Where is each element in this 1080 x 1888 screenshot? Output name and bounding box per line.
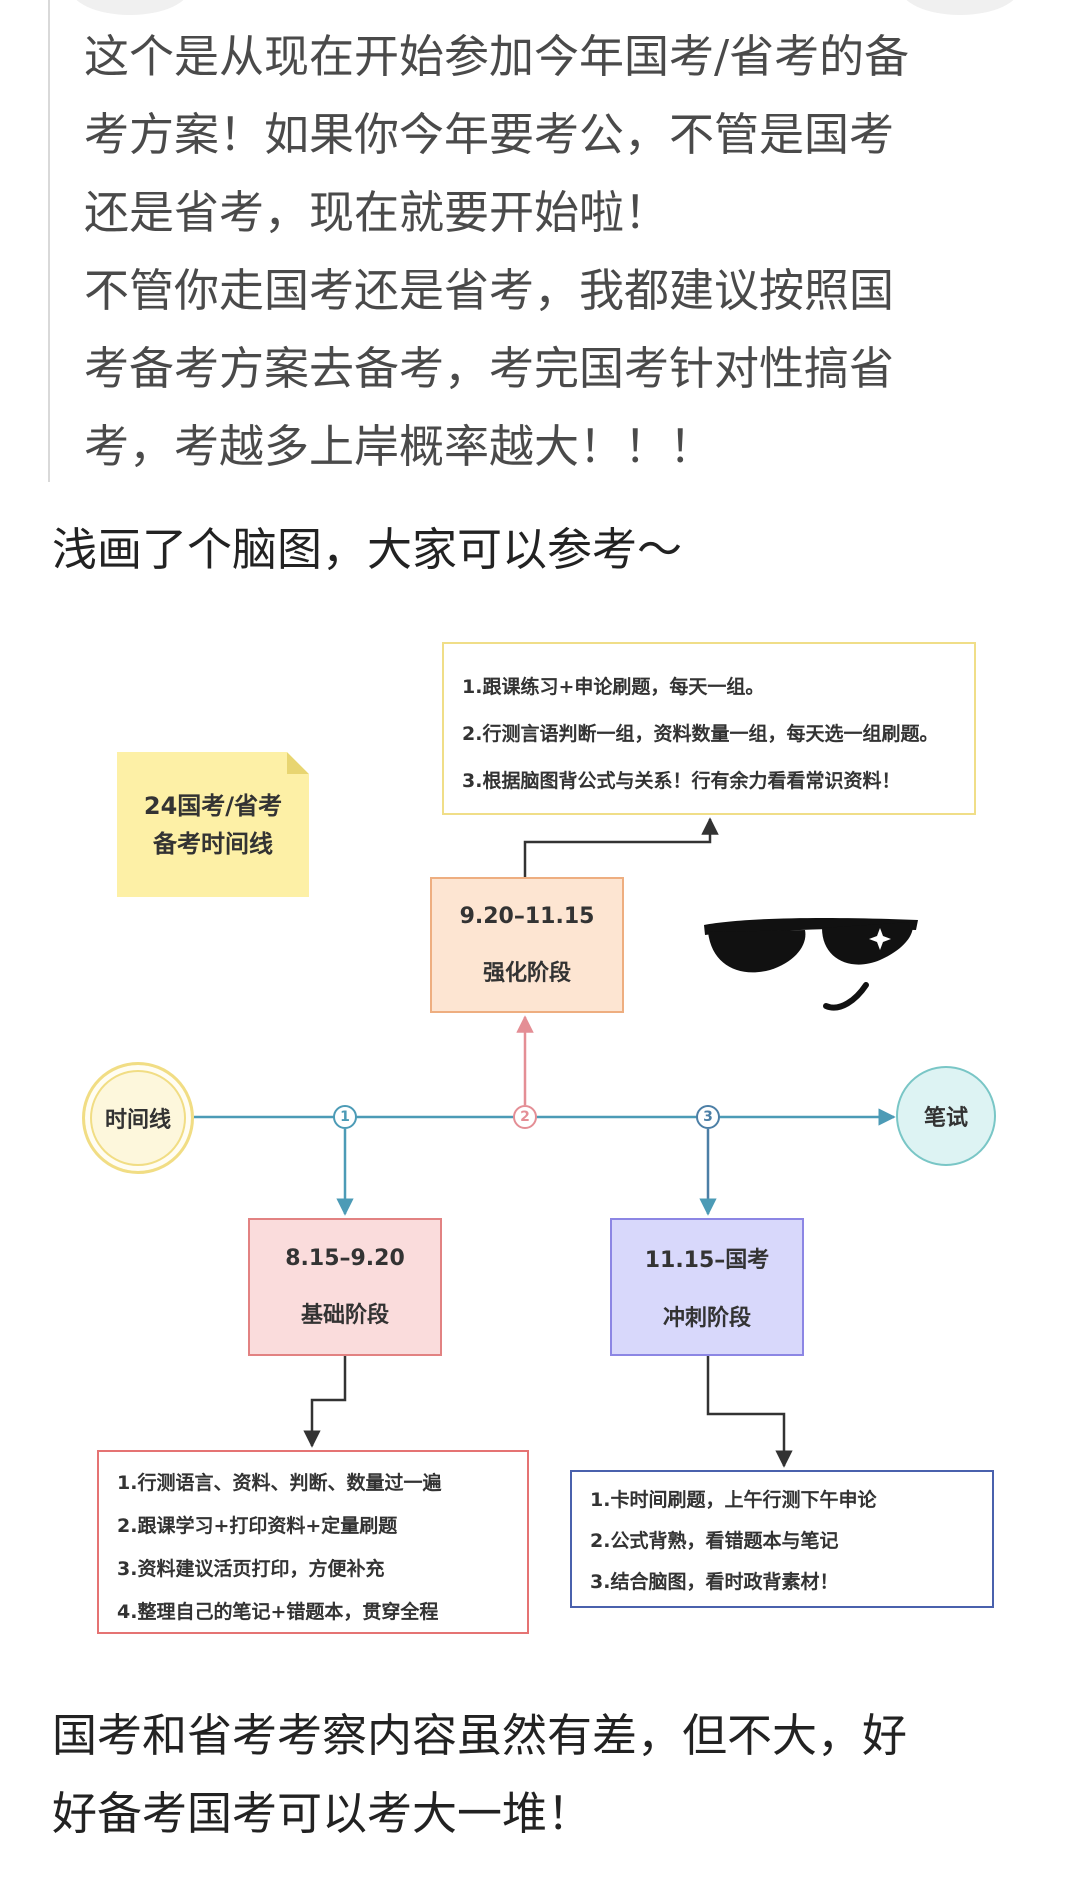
task-item: 2.行测言语判断一组，资料数量一组，每天选一组刷题。: [462, 723, 939, 745]
task-item: 3.资料建议活页打印，方便补充: [117, 1558, 385, 1580]
quote-line: 还是省考，现在就要开始啦！: [84, 186, 670, 239]
stage-box-sprint: 11.15–国考 冲刺阶段: [610, 1218, 804, 1356]
quote-line: 这个是从现在开始参加今年国考/省考的备: [84, 30, 910, 83]
stage-period: 8.15–9.20: [285, 1245, 405, 1271]
stage-3-task-box: 1.卡时间刷题，上午行测下午申论 2.公式背熟，看错题本与笔记 3.结合脑图，看…: [570, 1470, 994, 1608]
stage-3-task-arrow: [706, 1356, 793, 1468]
quote-line: 考方案！如果你今年要考公，不管是国考: [84, 108, 895, 161]
diagram-connectors: [194, 817, 918, 1468]
quote-line: 考，考越多上岸概率越大！！！: [84, 420, 715, 473]
timeline-start-node: 时间线: [82, 1062, 194, 1174]
note-line: 备考时间线: [153, 829, 273, 858]
quote-block: 这个是从现在开始参加今年国考/省考的备 考方案！如果你今年要考公，不管是国考 还…: [84, 18, 1044, 486]
stage-1-task-arrow: [303, 1356, 347, 1448]
task-item: 2.公式背熟，看错题本与笔记: [590, 1530, 839, 1552]
background-blob: [70, 0, 190, 15]
stage-name: 冲刺阶段: [662, 1306, 751, 1331]
stage-box-reinforce: 9.20–11.15 强化阶段: [430, 877, 624, 1013]
timeline-start-label: 时间线: [104, 1108, 171, 1133]
step-marker-1: 1: [333, 1105, 357, 1129]
stage-name: 基础阶段: [300, 1302, 389, 1328]
timeline-mindmap: 24国考/省考 备考时间线 1.跟课练习+申论刷题，每天一组。 2.行测言语判断…: [0, 600, 1080, 1670]
step-marker-3: 3: [696, 1105, 720, 1129]
closing-line: 好备考国考可以考大一堆！: [52, 1787, 593, 1840]
quote-bar: [48, 0, 50, 482]
closing-line: 国考和省考考察内容虽然有差，但不大，好: [52, 1709, 908, 1762]
stage-period: 9.20–11.15: [459, 903, 595, 929]
quote-line: 考备考方案去备考，考完国考针对性搞省: [84, 342, 895, 395]
task-item: 2.跟课学习+打印资料+定量刷题: [117, 1515, 398, 1537]
stage-2-task-arrow: [523, 817, 719, 877]
task-item: 3.根据脑图背公式与关系！行有余力看看常识资料！: [462, 770, 901, 792]
task-item: 4.整理自己的笔记+错题本，贯穿全程: [117, 1601, 439, 1623]
note-line: 24国考/省考: [143, 791, 283, 820]
stage-box-foundation: 8.15–9.20 基础阶段: [248, 1218, 442, 1356]
sticky-note-title: 24国考/省考 备考时间线: [117, 752, 309, 897]
task-item: 1.行测语言、资料、判断、数量过一遍: [117, 1472, 442, 1494]
step-marker-2: 2: [513, 1105, 537, 1129]
stage-period: 11.15–国考: [644, 1248, 770, 1273]
timeline-end-label: 笔试: [923, 1106, 968, 1131]
intro-text: 浅画了个脑图，大家可以参考～: [52, 523, 683, 576]
task-item: 1.卡时间刷题，上午行测下午申论: [590, 1489, 877, 1511]
background-blob: [900, 0, 1020, 15]
stage-name: 强化阶段: [482, 960, 571, 986]
timeline-end-node: 笔试: [896, 1066, 996, 1166]
task-item: 3.结合脑图，看时政背素材！: [590, 1571, 839, 1593]
quote-line: 不管你走国考还是省考，我都建议按照国: [84, 264, 895, 317]
sunglasses-smirk-icon: [704, 917, 918, 1011]
closing-text: 国考和省考考察内容虽然有差，但不大，好 好备考国考可以考大一堆！: [52, 1697, 1052, 1853]
stage-1-task-box: 1.行测语言、资料、判断、数量过一遍 2.跟课学习+打印资料+定量刷题 3.资料…: [97, 1450, 529, 1634]
stage-2-task-box: 1.跟课练习+申论刷题，每天一组。 2.行测言语判断一组，资料数量一组，每天选一…: [442, 642, 976, 815]
task-item: 1.跟课练习+申论刷题，每天一组。: [462, 676, 765, 698]
